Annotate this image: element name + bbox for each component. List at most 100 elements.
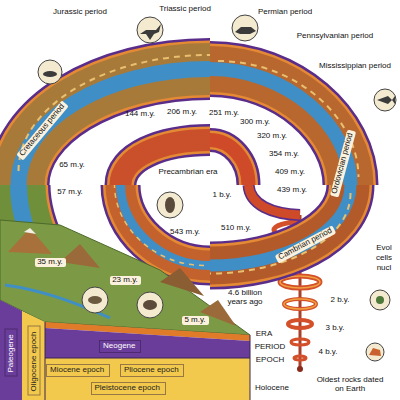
spiral-land	[210, 69, 351, 185]
label-text: 251 m.y.	[208, 109, 240, 118]
label-text: 439 m.y.	[276, 186, 308, 195]
label-text: Holocene	[255, 384, 290, 393]
band-text: Oligocene epoch	[29, 329, 38, 391]
mountain	[8, 228, 52, 254]
label-text: 320 m.y.	[256, 132, 288, 141]
event-note: Oldest rocks dated on Earth	[313, 376, 388, 394]
event-note: nucl	[374, 264, 394, 273]
mountain	[60, 244, 100, 268]
label-text: 65 m.y.	[59, 161, 86, 170]
fossil-icon	[374, 89, 396, 111]
mountain-ridge	[19, 55, 211, 171]
period-label: Permian period	[255, 8, 315, 17]
label-text: 409 m.y.	[274, 168, 306, 177]
snow-cap	[24, 228, 36, 234]
period-band: Paleogene	[5, 328, 18, 376]
block-edge	[45, 322, 46, 400]
band-text: Miocene epoch	[50, 366, 106, 375]
label-text: 354 m.y.	[268, 150, 300, 159]
fossil-silhouette	[43, 71, 57, 77]
label-text: 4.6 billion years ago	[221, 289, 270, 307]
mountain	[160, 268, 204, 296]
coil-ring	[294, 356, 306, 360]
age-label: 300 m.y.	[237, 118, 273, 127]
age-label: 144 m.y.	[122, 110, 158, 119]
era-label: Precambrian era	[156, 168, 221, 177]
mountain-ridge	[218, 61, 359, 177]
coil-ring	[284, 299, 316, 309]
age-label: 5 m.y.	[182, 316, 209, 325]
label-text: 300 m.y.	[239, 118, 271, 127]
event-note: 4.6 billion years ago	[219, 289, 272, 307]
rock-silhouette	[369, 348, 381, 356]
block-front-epoch	[45, 358, 250, 400]
event-note: Evol	[374, 244, 395, 253]
spiral-rim	[210, 140, 249, 185]
label-text: Evol	[376, 244, 393, 253]
mountain-ridge	[115, 185, 205, 266]
label-text: cells	[375, 254, 393, 263]
label-text: Mississippian period	[318, 62, 392, 71]
spiral-sea	[121, 185, 211, 266]
spiral-stripe	[210, 185, 351, 266]
fossil-icon	[82, 287, 108, 313]
mammal-silhouette	[88, 296, 102, 304]
spiral-rim	[121, 140, 211, 185]
label-text: 23 m.y.	[112, 276, 139, 285]
reptile-silhouette	[235, 27, 256, 34]
age-label: 65 m.y.	[57, 161, 88, 170]
label-text: nucl	[376, 264, 392, 273]
age-label: 2 b.y.	[328, 296, 352, 305]
block-left-epoch	[22, 311, 45, 400]
age-label: 206 m.y.	[164, 108, 200, 117]
cell-silhouette	[376, 296, 384, 304]
label-text: 1 b.y.	[212, 191, 232, 200]
label-text: 57 m.y.	[57, 188, 84, 197]
label-text: 4 b.y.	[318, 348, 338, 357]
coil-ring-highlight	[284, 299, 316, 309]
label-text: 2 b.y.	[330, 296, 350, 305]
period-label: Mississippian period	[316, 62, 394, 71]
label-text: Precambrian era	[158, 168, 219, 177]
band-text: Pleistocene epoch	[95, 384, 162, 393]
period-label: Triassic period	[157, 5, 214, 14]
epoch-band: Pliocene epoch	[120, 364, 184, 377]
block-top	[0, 220, 250, 335]
spiral-land	[210, 140, 249, 185]
coil-ring	[291, 339, 309, 345]
label-text: ERA	[255, 330, 273, 339]
spiral-stripe	[121, 185, 211, 266]
fossil-icon	[137, 17, 163, 43]
age-label: 354 m.y.	[266, 150, 302, 159]
label-text: Jurassic period	[53, 8, 108, 17]
label-text: EPOCH	[255, 356, 285, 365]
coil-ring	[288, 320, 312, 328]
age-label: 23 m.y.	[110, 276, 141, 285]
spiral-stripe	[121, 140, 211, 185]
age-label: 57 m.y.	[55, 188, 86, 197]
spiral-land	[121, 185, 211, 266]
spiral-stripe	[210, 140, 249, 185]
coil-end	[297, 366, 303, 372]
age-label: 409 m.y.	[272, 168, 308, 177]
epoch-band: Pleistocene epoch	[91, 382, 166, 395]
label-text: 5 m.y.	[184, 316, 207, 325]
event-note: cells	[373, 254, 395, 263]
spiral-land	[121, 140, 211, 185]
age-label: 3 b.y.	[323, 324, 347, 333]
fossil-icon	[38, 60, 62, 84]
label-text: Pennsylvanian period	[296, 32, 374, 41]
fossil-icon	[370, 290, 390, 310]
spiral-rim	[210, 185, 351, 266]
spiral-land	[210, 185, 351, 266]
age-label: 439 m.y.	[274, 186, 310, 195]
age-label: 510 m.y.	[218, 224, 254, 233]
period-label: Jurassic period	[51, 8, 110, 17]
axis-label: EPOCH	[253, 356, 287, 365]
epoch-band: Oligocene epoch	[27, 325, 40, 395]
epoch-band: Miocene epoch	[46, 364, 110, 377]
block-edge	[250, 335, 251, 400]
label-text: 543 m.y.	[169, 228, 201, 237]
spiral-rim	[121, 185, 211, 266]
